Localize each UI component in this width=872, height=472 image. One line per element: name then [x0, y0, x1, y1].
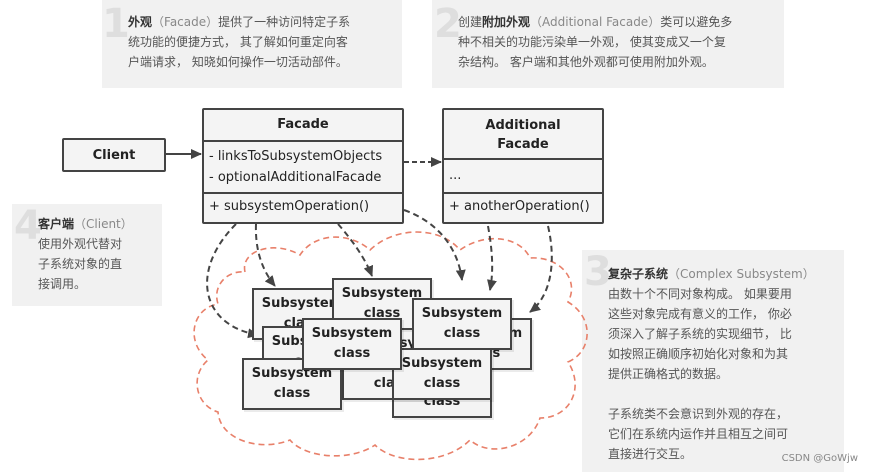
- note-number: 3: [584, 249, 612, 295]
- additional-facade-title: Additional Facade: [444, 110, 602, 160]
- additional-facade-method: + anotherOperation(): [449, 199, 590, 214]
- facade-dependency-arrow: [337, 223, 374, 277]
- additional-dependency-arrow: [529, 225, 553, 313]
- additional-dependency-arrow: [487, 225, 497, 291]
- facade-field: - linksToSubsystemObjects: [209, 149, 383, 164]
- note-term: 附加外观: [482, 15, 531, 29]
- note-number: 2: [434, 1, 462, 47]
- facade-field: - optionalAdditionalFacade: [209, 170, 382, 185]
- subsystem-cloud: [193, 231, 588, 461]
- note-term: 外观: [128, 15, 153, 29]
- facade-box[interactable]: Facade - linksToSubsystemObjects - optio…: [202, 108, 404, 224]
- facade-fields: - linksToSubsystemObjects - optionalAddi…: [204, 142, 402, 194]
- additional-facade-fields: ...: [444, 160, 602, 194]
- note-number: 1: [102, 1, 130, 47]
- facade-title: Facade: [204, 110, 402, 142]
- facade-dependency-arrow: [206, 223, 259, 339]
- facade-method: + subsystemOperation(): [209, 199, 370, 214]
- note-complex-subsystem: 3 复杂子系统（Complex Subsystem） 由数十个不同对象构成。 如…: [582, 250, 844, 472]
- client-label: Client: [92, 147, 136, 163]
- note-facade: 1 外观（Facade）提供了一种访问特定子系 统功能的便捷方式， 其了解如何重…: [102, 0, 402, 88]
- facade-dependency-arrow: [254, 223, 276, 287]
- client-box[interactable]: Client: [62, 138, 166, 172]
- note-client: 4 客户端（Client） 使用外观代替对 子系统对象的直 接调用。: [12, 204, 162, 306]
- facade-dependency-arrow: [403, 209, 466, 281]
- note-term: 客户端: [38, 217, 75, 231]
- note-number: 4: [14, 203, 42, 249]
- watermark: CSDN @GoWjw: [781, 453, 858, 464]
- note-term: 复杂子系统: [608, 267, 669, 281]
- note-additional-facade: 2 创建附加外观（Additional Facade）类可以避免多 种不相关的功…: [432, 0, 784, 88]
- additional-facade-box[interactable]: Additional Facade ... + anotherOperation…: [442, 108, 604, 224]
